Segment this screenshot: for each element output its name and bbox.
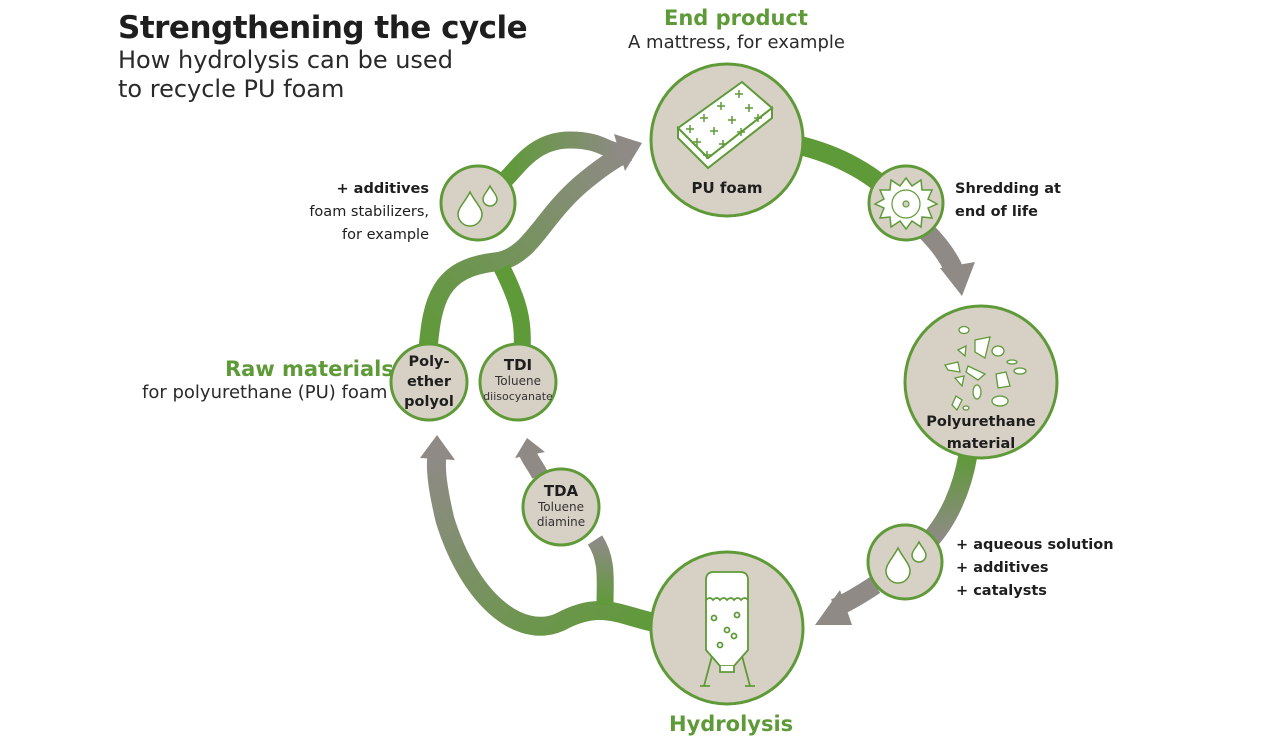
polyol-line3: polyol — [404, 394, 454, 410]
mattress-icon — [676, 80, 774, 170]
shredding-label-line1: Shredding at — [955, 181, 1061, 197]
input-aqueous-solution: + aqueous solution — [956, 537, 1114, 553]
raw-materials-subheading: for polyurethane (PU) foam — [142, 382, 388, 403]
arrowhead — [815, 590, 852, 625]
tdi-label: TDI Toluene diisocyanate — [480, 356, 556, 404]
arrow-raw-to-foam — [418, 134, 642, 351]
polyurethane-material-line1: Polyurethane — [926, 414, 1036, 430]
foam-additives-line1: foam stabilizers, — [309, 204, 429, 220]
polyurethane-material-label: Polyurethane material — [921, 411, 1041, 455]
arrowhead — [940, 262, 975, 296]
node-tda — [521, 467, 601, 547]
hydrolysis-heading: Hydrolysis — [669, 712, 794, 736]
polyol-line2: ether — [406, 374, 452, 390]
node-hydrolysis — [649, 550, 805, 706]
tdi-name-line2: diisocyanate — [483, 390, 553, 403]
tda-abbr: TDA — [543, 482, 579, 500]
arrowhead — [515, 438, 545, 458]
arrow-hydrolysis-to-polyol — [420, 435, 655, 636]
node-pu-foam — [649, 62, 805, 218]
polyol-line1: Poly- — [408, 354, 450, 370]
page-subtitle: How hydrolysis can be used to recycle PU… — [118, 46, 453, 103]
foam-additives-line2: for example — [342, 227, 429, 243]
input-additives: + additives — [956, 560, 1049, 576]
droplets-icon — [457, 184, 498, 227]
raw-materials-heading: Raw materials — [225, 357, 394, 381]
arrow-material-to-hydrolysis — [815, 453, 978, 625]
arrowhead — [420, 435, 455, 460]
page-title: Strengthening the cycle — [118, 10, 528, 46]
node-tdi — [478, 342, 558, 422]
pu-foam-label: PU foam — [691, 179, 763, 197]
node-shredding — [867, 164, 945, 242]
node-polyurethane-material — [903, 304, 1059, 460]
reactor-tank-icon — [700, 571, 755, 687]
tdi-name-line1: Toluene — [495, 374, 541, 388]
saw-blade-icon — [873, 176, 939, 231]
tda-label: TDA Toluene diamine — [523, 482, 599, 530]
polyurethane-material-line2: material — [946, 436, 1016, 452]
input-catalysts: + catalysts — [956, 583, 1047, 599]
arrow-additives-merge — [498, 131, 622, 187]
node-hydrolysis-inputs — [866, 523, 944, 601]
shredding-label-line2: end of life — [955, 204, 1038, 220]
droplets-icon — [885, 540, 927, 584]
shreds-icon — [943, 325, 1027, 412]
tdi-abbr: TDI — [503, 356, 533, 374]
tda-name-line2: diamine — [536, 515, 586, 529]
polyol-label: Poly- ether polyol — [391, 352, 467, 412]
arrow-hydrolysis-to-tda — [515, 438, 614, 606]
end-product-heading: End product — [664, 6, 808, 30]
foam-additives-heading: + additives — [336, 181, 429, 197]
node-polyol — [389, 342, 469, 422]
tda-name-line1: Toluene — [538, 500, 584, 514]
node-foam-additives — [439, 164, 517, 242]
end-product-subheading: A mattress, for example — [628, 32, 845, 53]
arrowhead — [614, 134, 642, 171]
